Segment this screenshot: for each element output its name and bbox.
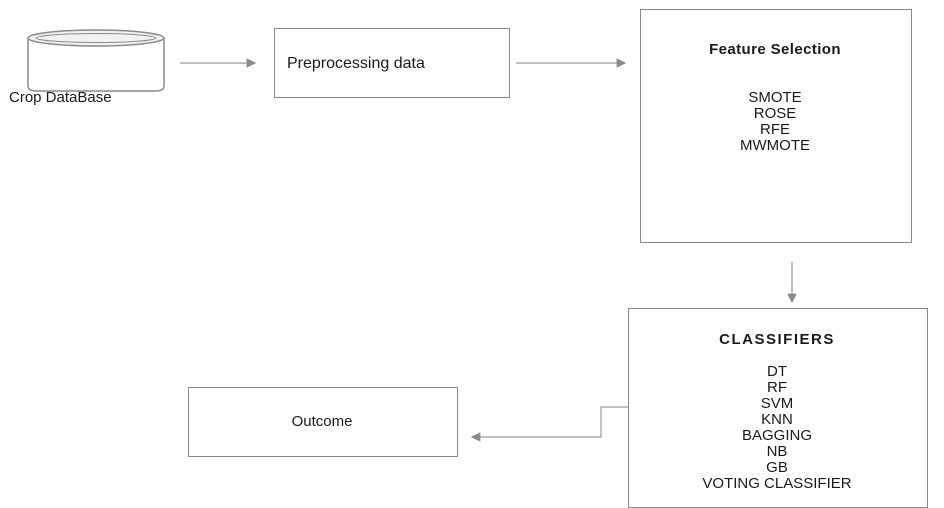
- feature-selection-title: Feature Selection: [709, 41, 841, 58]
- crop-database-label: Crop DataBase: [9, 89, 112, 106]
- feature-item: SMOTE: [748, 89, 802, 106]
- classifiers-title: CLASSIFIERS: [719, 331, 835, 348]
- classifier-item: NB: [766, 443, 788, 460]
- classifiers-list: DT RF SVM KNN BAGGING NB GB VOTING CLASS…: [629, 364, 925, 492]
- feature-item: ROSE: [753, 105, 797, 122]
- outcome-label: Outcome: [291, 413, 353, 430]
- feature-selection-box: Feature Selection SMOTE ROSE RFE MWMOTE: [640, 9, 912, 243]
- feature-item: RFE: [760, 121, 790, 138]
- database-icon: [27, 29, 165, 92]
- classifier-item: BAGGING: [741, 427, 812, 444]
- classifier-item: RF: [767, 379, 787, 396]
- feature-item: MWMOTE: [740, 137, 810, 154]
- classifier-item: KNN: [761, 411, 793, 428]
- classifiers-box: CLASSIFIERS DT RF SVM KNN BAGGING NB GB …: [628, 308, 928, 508]
- crop-database-node: [25, 28, 167, 92]
- classifier-item: DT: [767, 363, 787, 380]
- classifier-item: GB: [766, 459, 788, 476]
- preprocessing-box: Preprocessing data: [274, 28, 510, 98]
- outcome-box: Outcome: [188, 387, 458, 457]
- classifier-item: VOTING CLASSIFIER: [702, 475, 852, 492]
- feature-selection-list: SMOTE ROSE RFE MWMOTE: [641, 90, 909, 154]
- preprocessing-label: Preprocessing data: [287, 55, 425, 72]
- classifier-item: SVM: [760, 395, 794, 412]
- arrow-classifiers-to-outcome: [470, 406, 628, 442]
